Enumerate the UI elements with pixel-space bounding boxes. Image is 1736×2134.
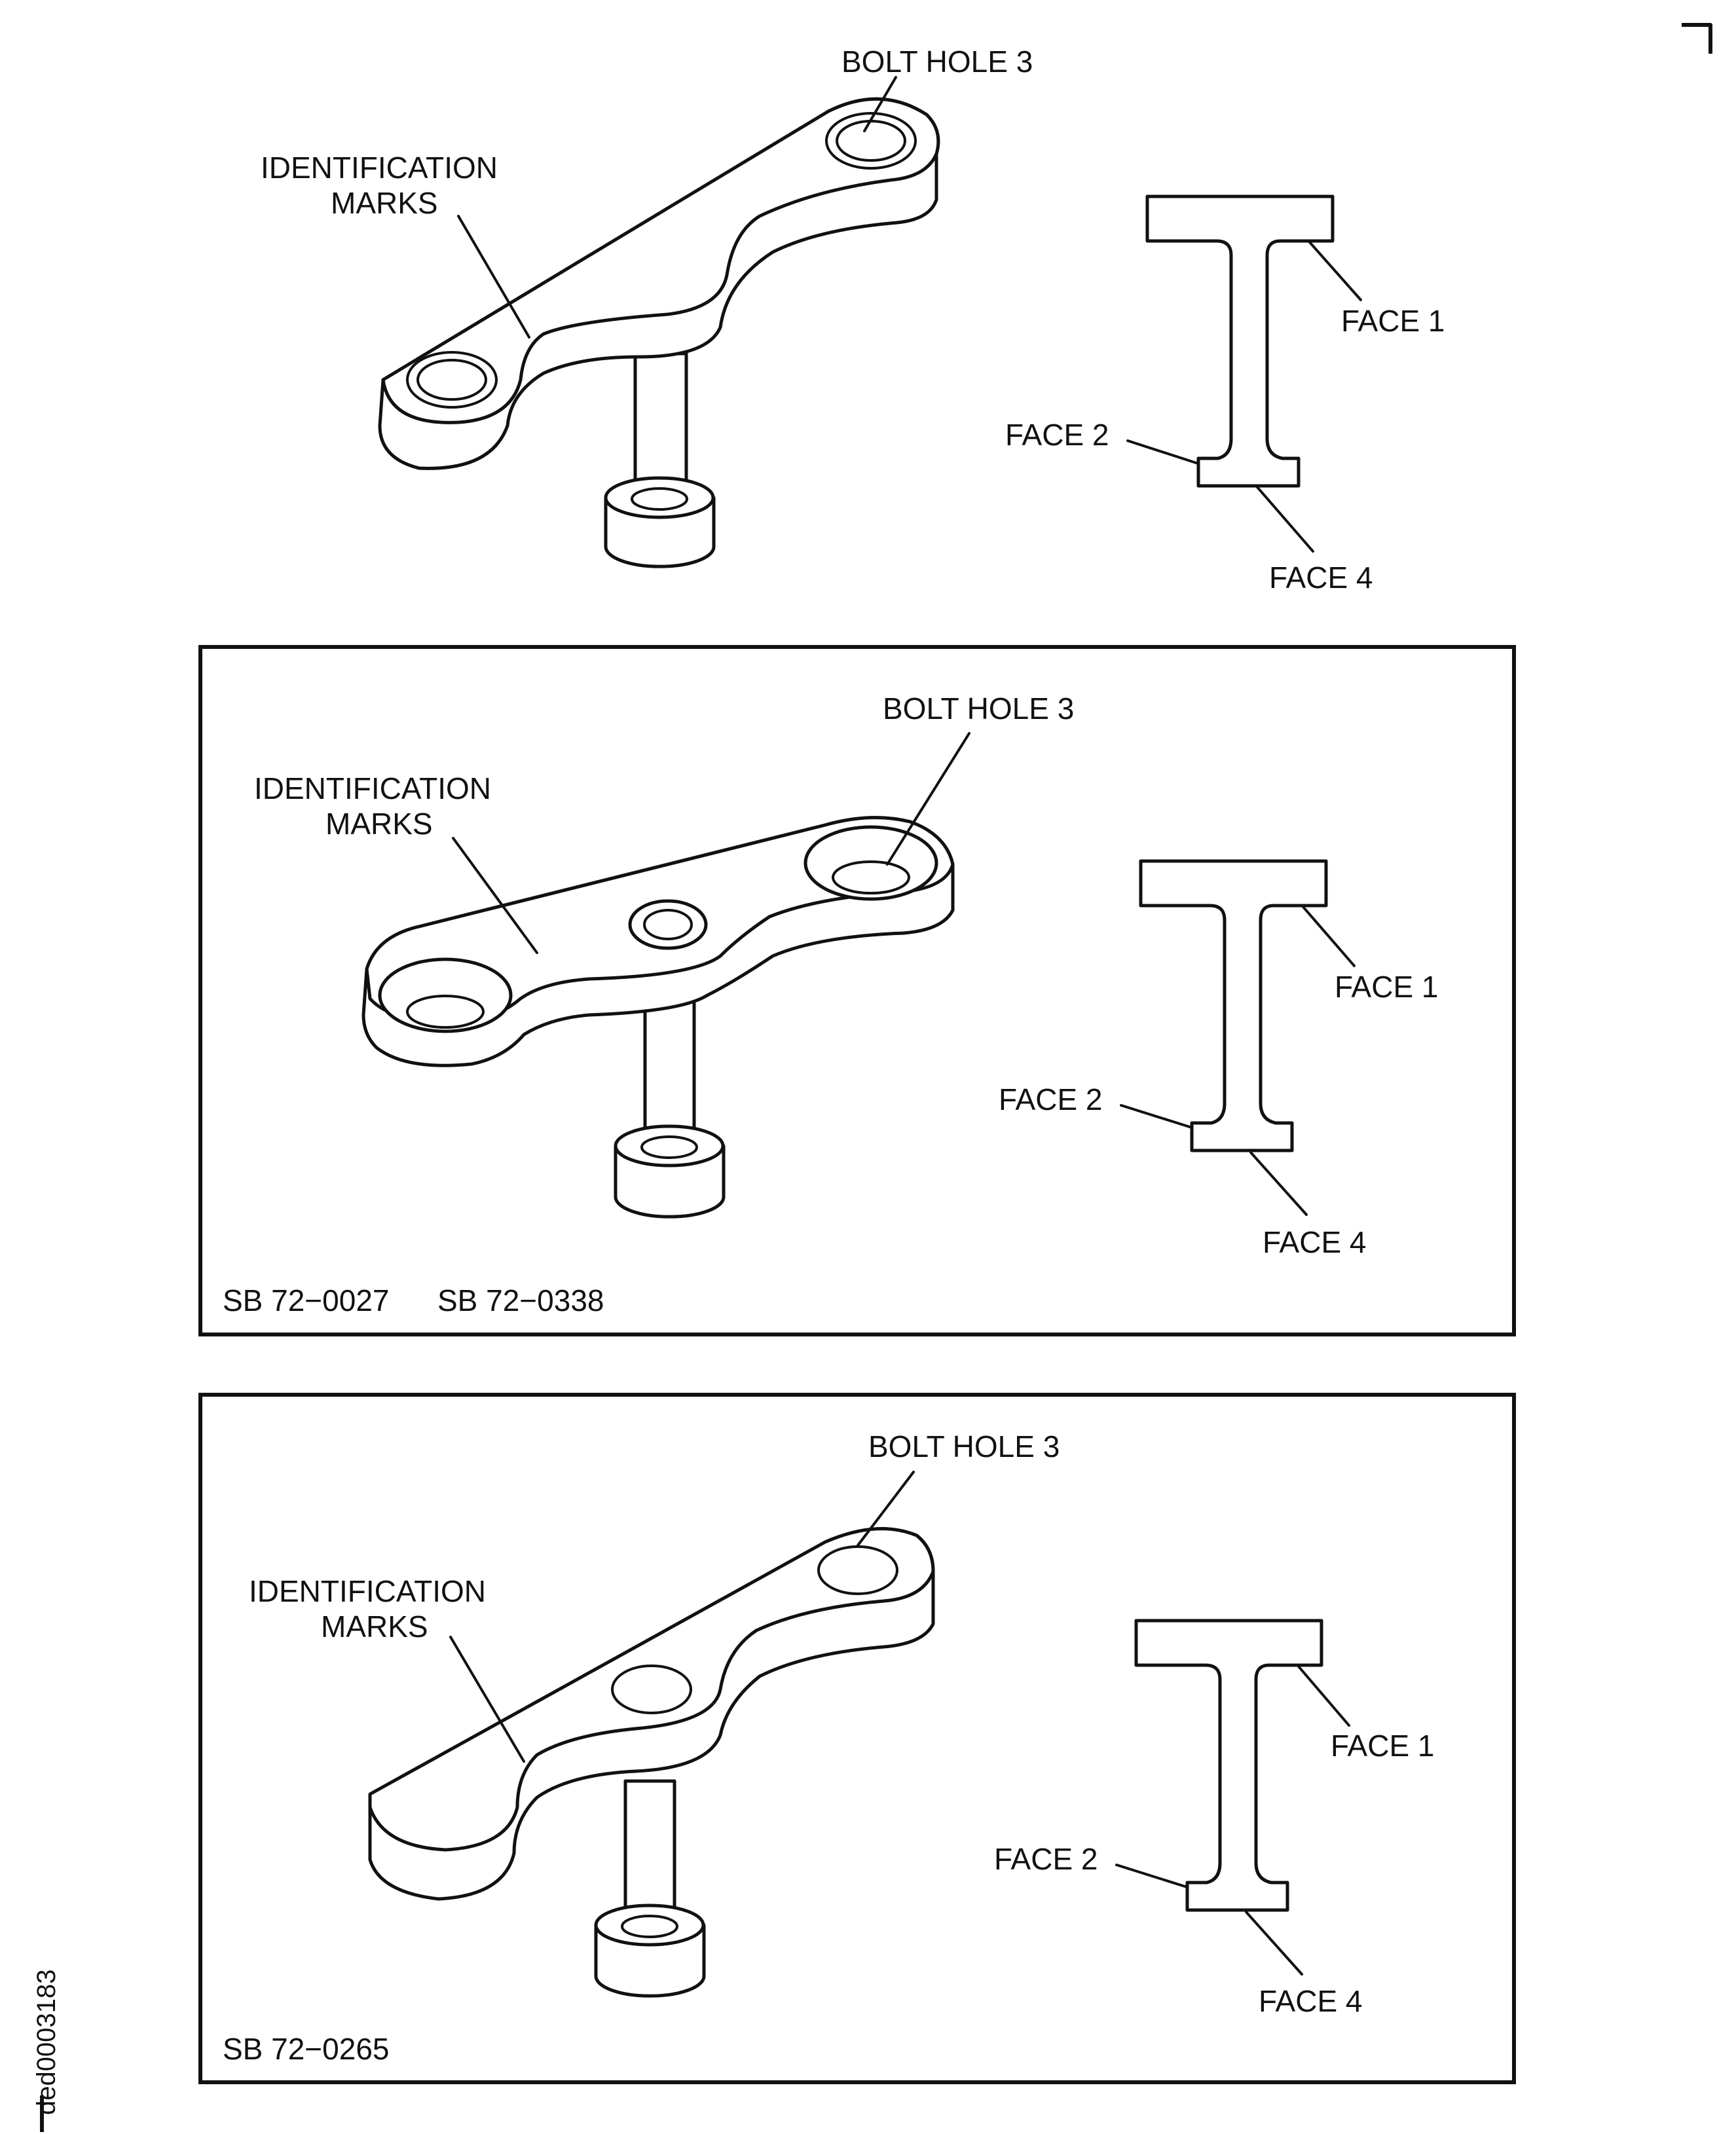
leader-face2 (1120, 1104, 1193, 1129)
leader-bolt-hole (863, 76, 897, 132)
label-face1: FACE 1 (1331, 1729, 1435, 1763)
label-face2: FACE 2 (999, 1082, 1103, 1116)
label-face1: FACE 1 (1341, 304, 1445, 338)
leader-face1 (1302, 906, 1356, 967)
pin-foot-top (594, 1904, 705, 1947)
leader-face4 (1249, 1151, 1308, 1216)
drawing-id: ded0003183 (32, 1970, 61, 2115)
leader-id-marks (452, 837, 538, 954)
plate-top (381, 97, 940, 424)
plate-top (368, 1527, 935, 1852)
corner-mark-top-right (1682, 23, 1712, 54)
center-boss (611, 1665, 692, 1714)
leader-id-marks (457, 215, 530, 339)
i-section-profile (1145, 194, 1335, 488)
leader-face2 (1126, 439, 1200, 465)
leader-face4 (1256, 486, 1314, 553)
label-id-marks-line2: MARKS (331, 186, 438, 220)
bolt-hole-1-inner (406, 995, 485, 1029)
center-boss (628, 899, 708, 950)
leader-bolt-hole (857, 1471, 915, 1547)
pin-foot-hole (621, 1915, 678, 1938)
leader-bolt-hole (886, 732, 970, 866)
pin-foot-top (614, 1124, 725, 1168)
leader-face1 (1297, 1665, 1350, 1727)
label-face4: FACE 4 (1263, 1225, 1367, 1259)
bolt-hole-3 (825, 112, 917, 170)
panel-3: BOLT HOLE 3 IDENTIFICATION MARKS FACE 1 … (198, 1393, 1516, 2084)
label-id-marks-line2: MARKS (325, 807, 433, 841)
label-face4: FACE 4 (1269, 561, 1373, 595)
leader-id-marks (449, 1636, 525, 1763)
link-part-1 (378, 97, 940, 568)
label-bolt-hole: BOLT HOLE 3 (868, 1429, 1060, 1463)
label-bolt-hole: BOLT HOLE 3 (883, 691, 1074, 726)
panel-1: BOLT HOLE 3 IDENTIFICATION MARKS FACE 1 … (261, 45, 1445, 595)
leader-face4 (1245, 1911, 1303, 1976)
label-face2: FACE 2 (1005, 418, 1109, 452)
bolt-hole-3-inner (832, 860, 910, 894)
center-boss-inner (643, 909, 693, 940)
bolt-hole-3 (817, 1545, 898, 1595)
label-face4: FACE 4 (1259, 1984, 1363, 2018)
panel-2-frame (198, 645, 1516, 1336)
leader-face2 (1115, 1864, 1189, 1888)
pin-foot-top (604, 476, 715, 519)
bolt-hole-1-inner (416, 359, 487, 401)
leader-face1 (1308, 241, 1362, 301)
label-id-marks-line1: IDENTIFICATION (254, 771, 491, 805)
link-part-2 (361, 816, 955, 1219)
label-face1: FACE 1 (1335, 970, 1439, 1004)
link-part-3 (368, 1527, 935, 1998)
label-bolt-hole: BOLT HOLE 3 (841, 45, 1033, 79)
pin-foot-hole (640, 1135, 698, 1159)
i-section-profile (1139, 859, 1328, 1152)
label-id-marks-line1: IDENTIFICATION (261, 151, 498, 185)
panel-2: BOLT HOLE 3 IDENTIFICATION MARKS FACE 1 … (198, 645, 1516, 1336)
bolt-hole-1 (406, 351, 498, 409)
label-face2: FACE 2 (994, 1842, 1098, 1876)
i-section-profile (1134, 1619, 1323, 1912)
sb-reference-0265: SB 72−0265 (223, 2032, 390, 2066)
sb-reference-0027: SB 72−0027 (223, 1283, 390, 1317)
panel-3-frame (198, 1393, 1516, 2084)
pin-foot-hole (631, 487, 688, 511)
label-id-marks-line1: IDENTIFICATION (249, 1574, 486, 1608)
sb-reference-0338: SB 72−0338 (437, 1283, 604, 1317)
label-id-marks-line2: MARKS (321, 1610, 428, 1644)
